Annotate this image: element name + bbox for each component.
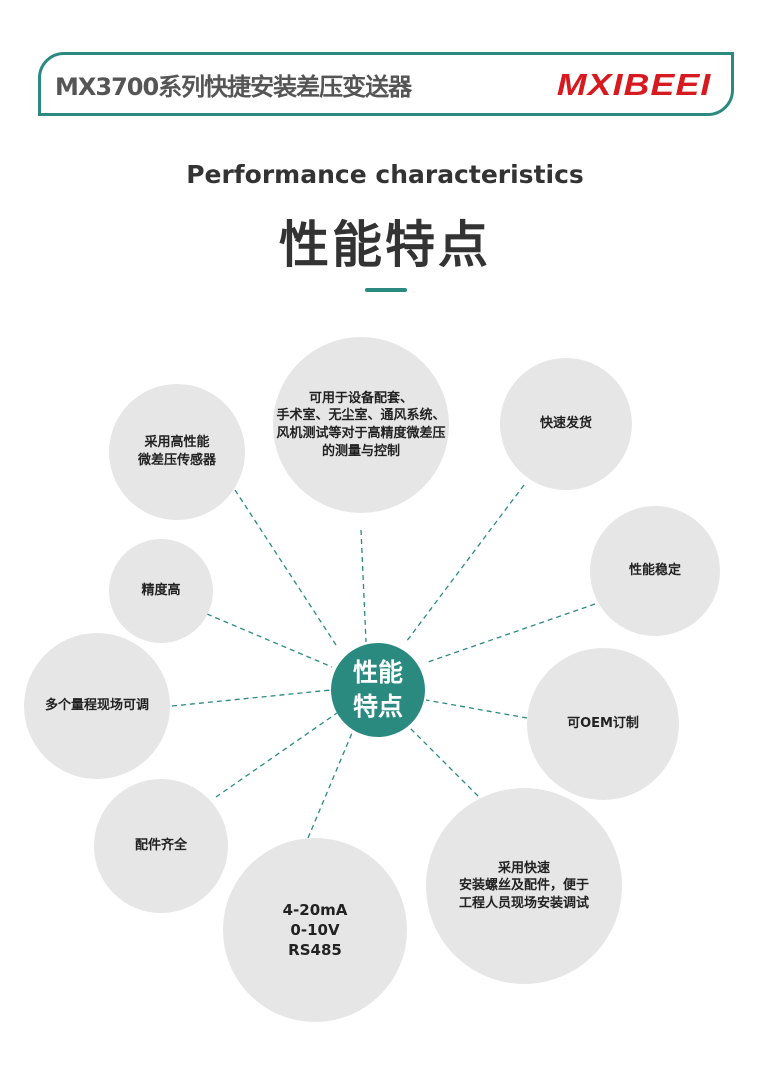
header-banner: MX3700系列快捷安装差压变送器 MXIBEEI [38, 52, 734, 116]
section-title-cn: 性能特点 [279, 216, 491, 274]
title-underline [365, 288, 407, 292]
feature-oem: 可OEM订制 [527, 648, 679, 800]
connector-line [427, 603, 596, 663]
feature-accessories: 配件齐全 [94, 779, 228, 913]
center-hub: 性能特点 [331, 643, 425, 737]
connector-line [425, 699, 528, 719]
connector-line [405, 484, 525, 643]
feature-precision: 精度高 [109, 539, 213, 643]
connector-line [206, 613, 333, 668]
feature-range: 多个量程现场可调 [24, 633, 170, 779]
feature-sensor: 采用高性能微差压传感器 [109, 384, 245, 520]
feature-installation: 采用快速安装螺丝及配件，便于工程人员现场安装调试 [426, 788, 622, 984]
connector-line [360, 529, 367, 643]
product-title: MX3700系列快捷安装差压变送器 [55, 73, 412, 101]
brand-logo: MXIBEEI [556, 67, 711, 102]
section-title-en: Performance characteristics [186, 160, 584, 189]
connector-line [307, 732, 353, 839]
feature-application: 可用于设备配套、手术室、无尘室、通风系统、风机测试等对于高精度微差压的测量与控制 [273, 337, 449, 513]
feature-fast-delivery: 快速发货 [500, 358, 632, 490]
connector-line [409, 727, 479, 797]
feature-stable: 性能稳定 [590, 506, 720, 636]
connector-line [215, 712, 338, 798]
connector-line [171, 689, 332, 707]
connector-line [234, 489, 339, 649]
